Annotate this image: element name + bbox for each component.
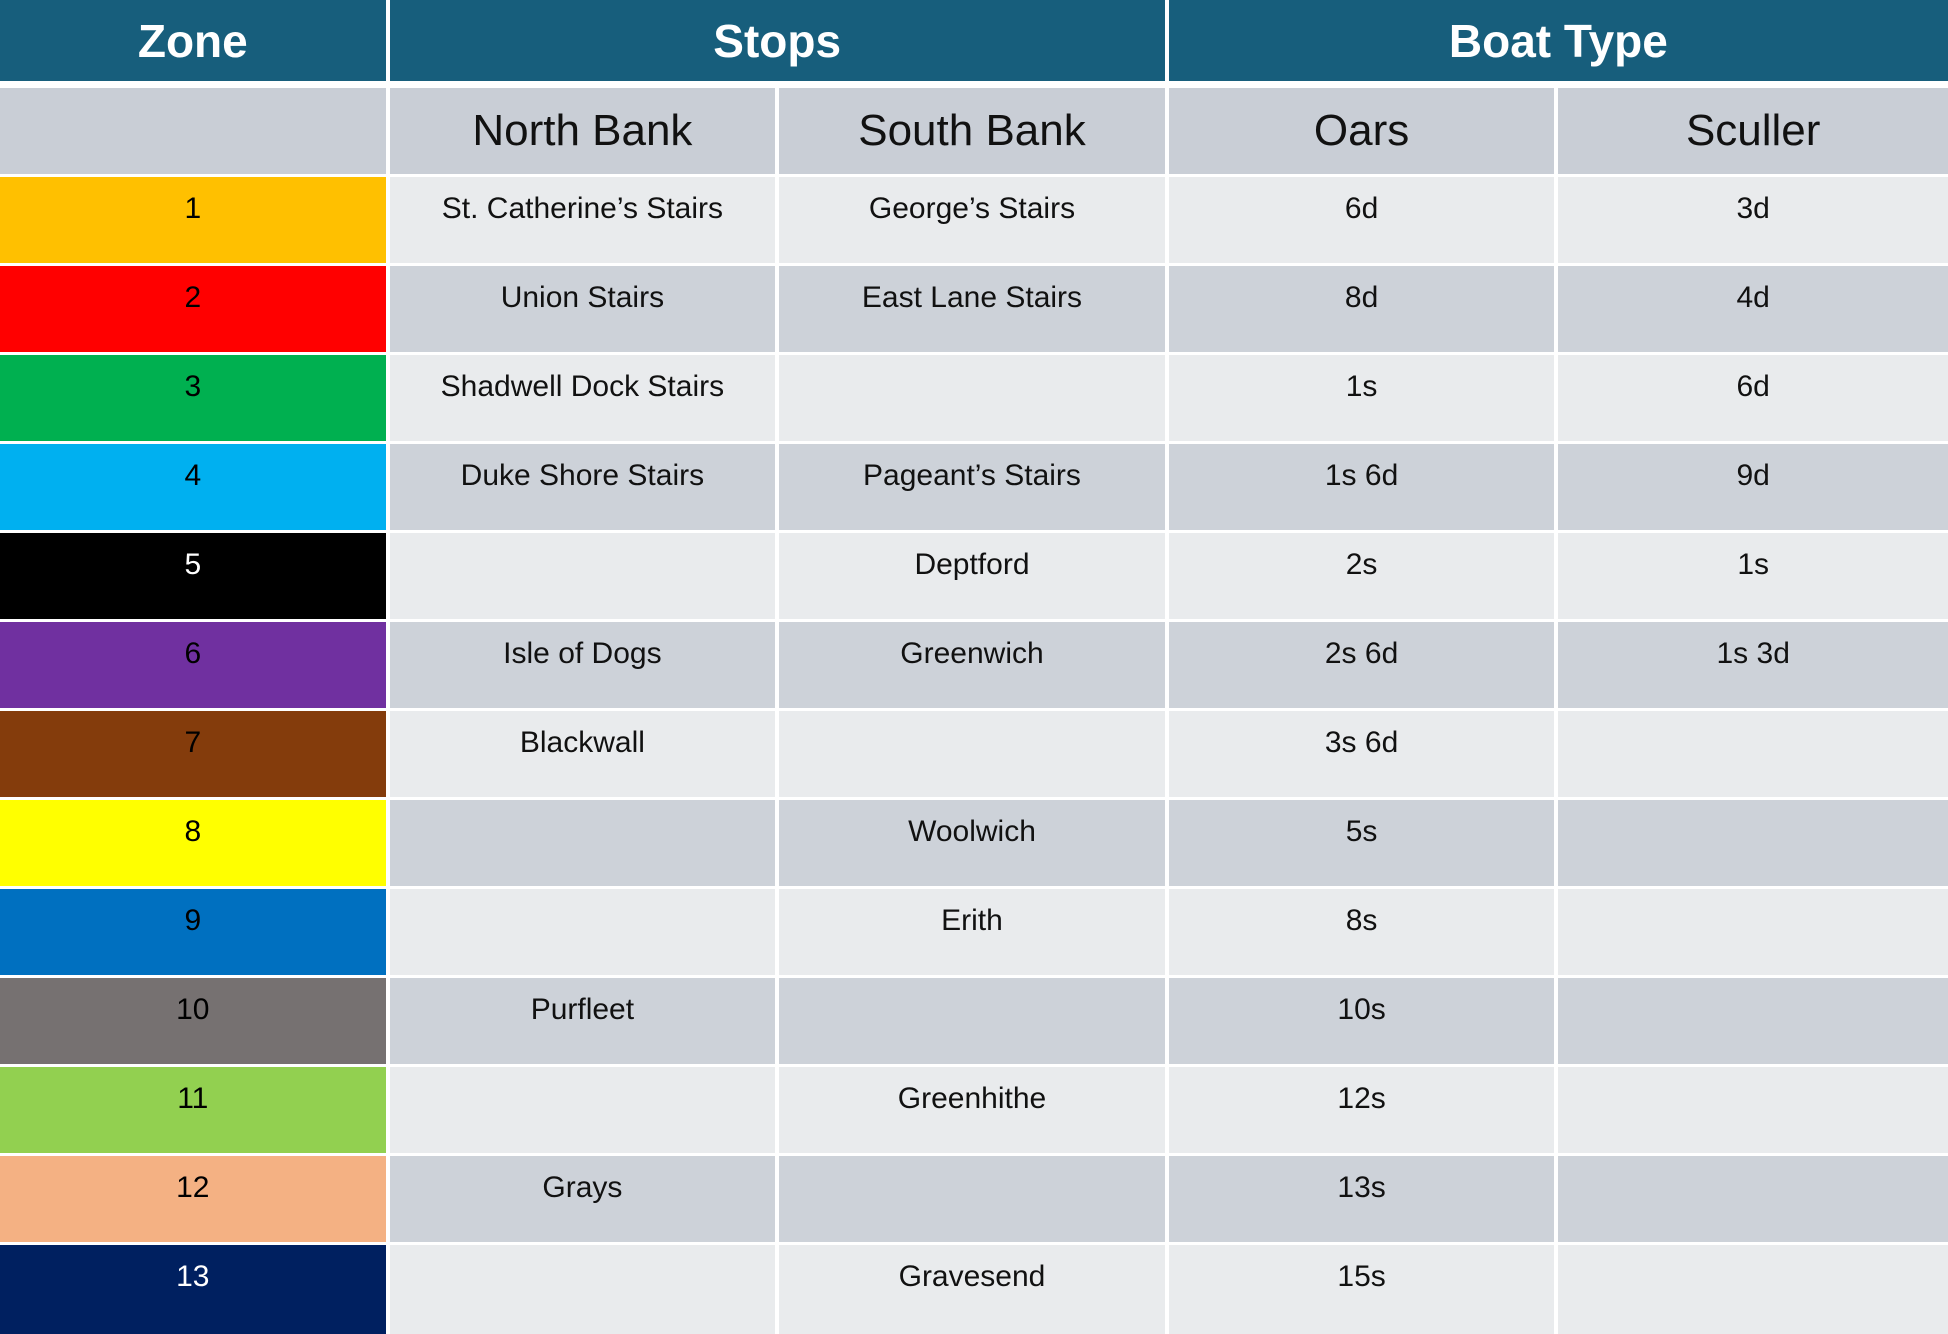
oars-cell: 13s <box>1168 1156 1559 1245</box>
south-bank-cell: George’s Stairs <box>779 177 1169 266</box>
oars-header: Oars <box>1168 88 1559 177</box>
zone-cell: 6 <box>0 622 390 711</box>
table-row: 1 St. Catherine’s Stairs George’s Stairs… <box>0 177 1948 266</box>
oars-cell: 12s <box>1168 1067 1559 1156</box>
south-bank-cell: Greenhithe <box>779 1067 1169 1156</box>
north-bank-cell: St. Catherine’s Stairs <box>389 177 780 266</box>
boat-type-header: Boat Type <box>1168 0 1948 88</box>
zone-cell: 1 <box>0 177 390 266</box>
subheader-row: North Bank South Bank Oars Sculler <box>0 88 1948 177</box>
north-bank-cell: Purfleet <box>389 978 780 1067</box>
header-row: Zone Stops Boat Type <box>0 0 1948 88</box>
north-bank-cell <box>389 800 780 889</box>
south-bank-cell: Erith <box>779 889 1169 978</box>
table-row: 12 Grays 13s <box>0 1156 1948 1245</box>
table-row: 11 Greenhithe 12s <box>0 1067 1948 1156</box>
sculler-cell: 3d <box>1558 177 1948 266</box>
oars-cell: 8d <box>1168 266 1559 355</box>
north-bank-cell <box>389 1067 780 1156</box>
zone-subheader-empty <box>0 88 390 177</box>
north-bank-cell: Shadwell Dock Stairs <box>389 355 780 444</box>
sculler-cell <box>1558 1245 1948 1334</box>
zone-cell: 3 <box>0 355 390 444</box>
zone-cell: 7 <box>0 711 390 800</box>
north-bank-cell: Blackwall <box>389 711 780 800</box>
oars-cell: 2s <box>1168 533 1559 622</box>
south-bank-cell: Greenwich <box>779 622 1169 711</box>
sculler-header: Sculler <box>1558 88 1948 177</box>
oars-cell: 2s 6d <box>1168 622 1559 711</box>
oars-cell: 8s <box>1168 889 1559 978</box>
sculler-cell: 4d <box>1558 266 1948 355</box>
table-row: 3 Shadwell Dock Stairs 1s 6d <box>0 355 1948 444</box>
oars-cell: 5s <box>1168 800 1559 889</box>
sculler-cell <box>1558 1067 1948 1156</box>
north-bank-cell: Isle of Dogs <box>389 622 780 711</box>
stops-header: Stops <box>389 0 1169 88</box>
table-row: 4 Duke Shore Stairs Pageant’s Stairs 1s … <box>0 444 1948 533</box>
north-bank-cell <box>389 533 780 622</box>
south-bank-cell: Pageant’s Stairs <box>779 444 1169 533</box>
north-bank-cell <box>389 1245 780 1334</box>
south-bank-cell: Gravesend <box>779 1245 1169 1334</box>
sculler-cell <box>1558 711 1948 800</box>
zone-cell: 10 <box>0 978 390 1067</box>
zone-cell: 13 <box>0 1245 390 1334</box>
sculler-cell <box>1558 978 1948 1067</box>
sculler-cell: 1s <box>1558 533 1948 622</box>
table-row: 2 Union Stairs East Lane Stairs 8d 4d <box>0 266 1948 355</box>
oars-cell: 15s <box>1168 1245 1559 1334</box>
sculler-cell <box>1558 800 1948 889</box>
table-row: 9 Erith 8s <box>0 889 1948 978</box>
north-bank-cell <box>389 889 780 978</box>
south-bank-cell: East Lane Stairs <box>779 266 1169 355</box>
oars-cell: 6d <box>1168 177 1559 266</box>
sculler-cell <box>1558 1156 1948 1245</box>
south-bank-cell <box>779 711 1169 800</box>
zone-cell: 2 <box>0 266 390 355</box>
north-bank-header: North Bank <box>389 88 780 177</box>
zone-cell: 11 <box>0 1067 390 1156</box>
zone-cell: 5 <box>0 533 390 622</box>
table-row: 7 Blackwall 3s 6d <box>0 711 1948 800</box>
oars-cell: 1s <box>1168 355 1559 444</box>
north-bank-cell: Duke Shore Stairs <box>389 444 780 533</box>
south-bank-cell: Deptford <box>779 533 1169 622</box>
table-row: 13 Gravesend 15s <box>0 1245 1948 1334</box>
north-bank-cell: Grays <box>389 1156 780 1245</box>
sculler-cell: 1s 3d <box>1558 622 1948 711</box>
sculler-cell <box>1558 889 1948 978</box>
oars-cell: 10s <box>1168 978 1559 1067</box>
south-bank-cell <box>779 355 1169 444</box>
zone-cell: 8 <box>0 800 390 889</box>
table-row: 10 Purfleet 10s <box>0 978 1948 1067</box>
sculler-cell: 6d <box>1558 355 1948 444</box>
south-bank-header: South Bank <box>779 88 1169 177</box>
south-bank-cell <box>779 978 1169 1067</box>
oars-cell: 3s 6d <box>1168 711 1559 800</box>
zone-header: Zone <box>0 0 390 88</box>
zone-cell: 12 <box>0 1156 390 1245</box>
table-row: 8 Woolwich 5s <box>0 800 1948 889</box>
south-bank-cell <box>779 1156 1169 1245</box>
sculler-cell: 9d <box>1558 444 1948 533</box>
table-row: 5 Deptford 2s 1s <box>0 533 1948 622</box>
fare-table-body: 1 St. Catherine’s Stairs George’s Stairs… <box>0 177 1948 1334</box>
table-row: 6 Isle of Dogs Greenwich 2s 6d 1s 3d <box>0 622 1948 711</box>
south-bank-cell: Woolwich <box>779 800 1169 889</box>
oars-cell: 1s 6d <box>1168 444 1559 533</box>
north-bank-cell: Union Stairs <box>389 266 780 355</box>
zone-cell: 4 <box>0 444 390 533</box>
zone-cell: 9 <box>0 889 390 978</box>
